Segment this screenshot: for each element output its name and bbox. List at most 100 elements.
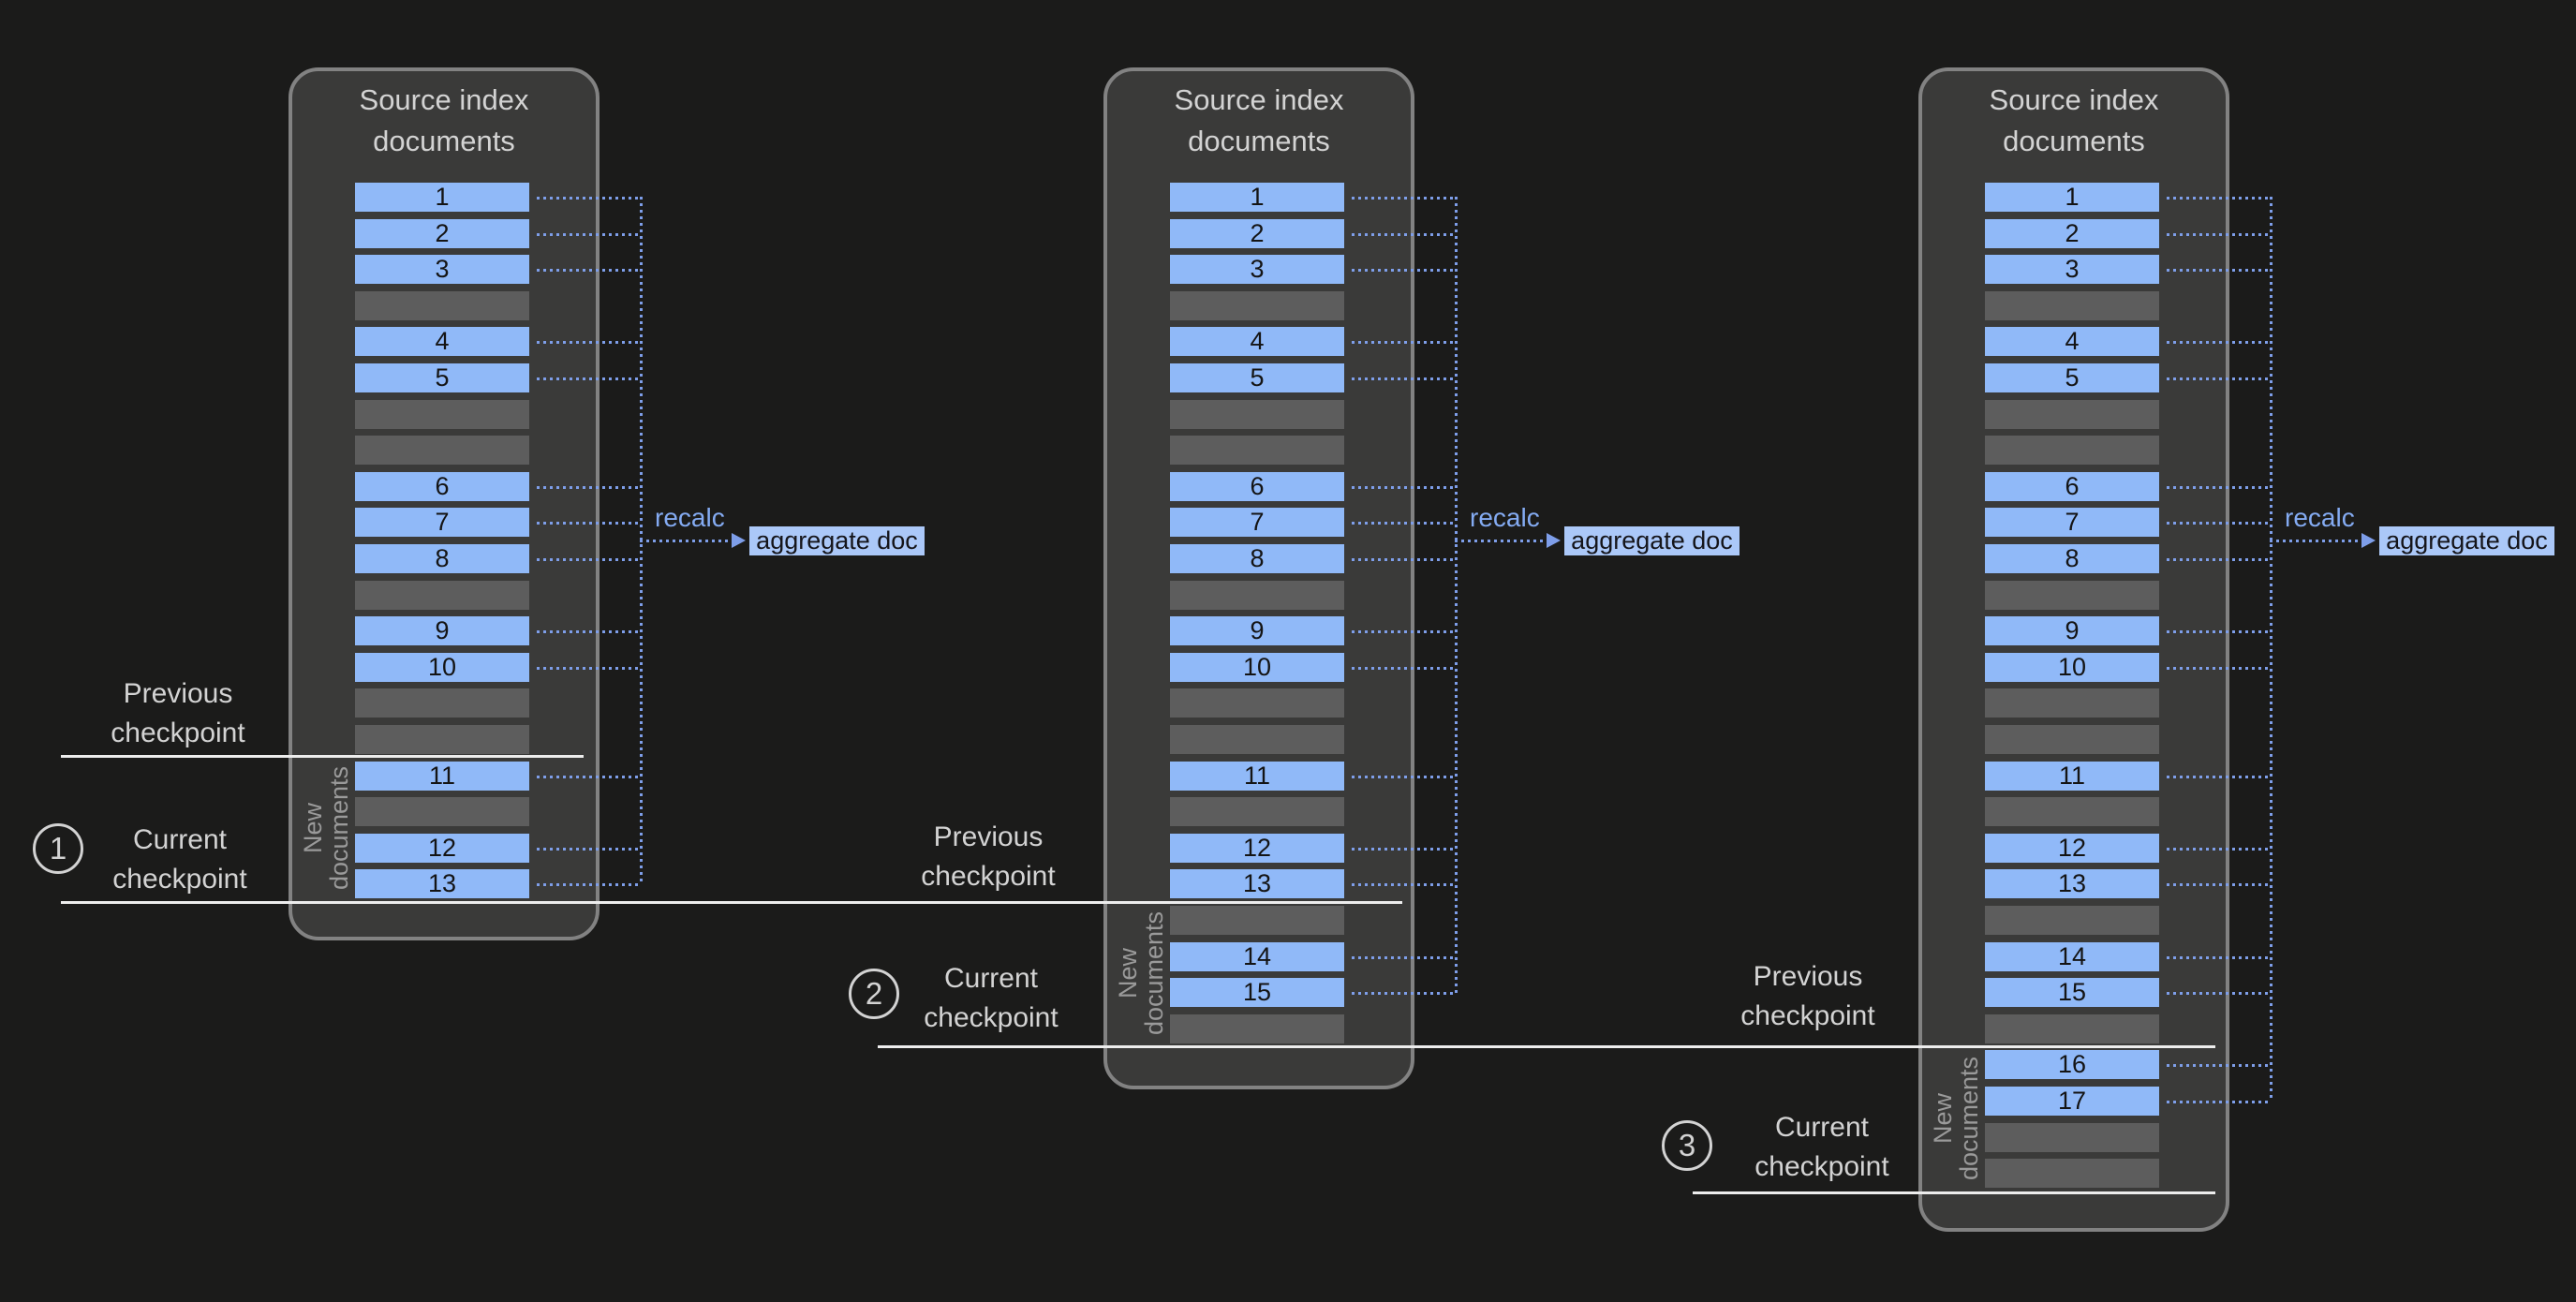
panel-title-line: Source index — [359, 83, 529, 116]
doc-row: 8 — [355, 544, 529, 573]
doc-row: 4 — [1985, 327, 2159, 356]
connector-line — [2167, 233, 2270, 236]
doc-row: 9 — [1985, 616, 2159, 645]
aggregate-doc-box: aggregate doc — [749, 526, 925, 555]
current-checkpoint-label-line: checkpoint — [1754, 1151, 1889, 1182]
connector-line — [2167, 630, 2270, 633]
doc-row: 5 — [1985, 363, 2159, 392]
panel-title: Source index documents — [289, 80, 600, 162]
doc-row: 12 — [1170, 834, 1344, 863]
connector-line — [2167, 269, 2270, 272]
checkpoint-number-badge: 1 — [33, 823, 83, 874]
doc-row: 6 — [1170, 472, 1344, 501]
doc-row: 6 — [1985, 472, 2159, 501]
connector-line — [1352, 522, 1455, 525]
gap-row — [1170, 725, 1344, 754]
doc-row: 1 — [355, 183, 529, 212]
recalc-arrowhead-icon — [732, 533, 746, 548]
gap-row — [1170, 581, 1344, 610]
connector-line — [2167, 667, 2270, 670]
doc-row: 5 — [355, 363, 529, 392]
gap-row — [1985, 906, 2159, 935]
connector-line — [537, 883, 640, 886]
panel-title-line: documents — [2003, 125, 2145, 157]
connector-line — [537, 667, 640, 670]
connector-line — [1352, 486, 1455, 489]
current-checkpoint-label-line: Current — [943, 963, 1039, 994]
connector-line — [2167, 522, 2270, 525]
panel-title-line: documents — [373, 125, 515, 157]
previous-checkpoint-label-line: Previous — [933, 821, 1044, 852]
gap-row — [355, 725, 529, 754]
gap-row — [1985, 688, 2159, 718]
connector-line — [2167, 1064, 2270, 1067]
gap-row — [1985, 400, 2159, 429]
connector-line — [2167, 558, 2270, 561]
connector-line — [2167, 377, 2270, 380]
doc-row: 1 — [1170, 183, 1344, 212]
current-checkpoint-label: Current checkpoint — [822, 959, 1160, 1038]
doc-row: 13 — [1170, 869, 1344, 898]
connector-line — [2167, 848, 2270, 851]
doc-row: 5 — [1170, 363, 1344, 392]
gap-row — [1170, 291, 1344, 320]
doc-row: 4 — [1170, 327, 1344, 356]
doc-row: 13 — [355, 869, 529, 898]
connector-line — [537, 522, 640, 525]
gap-row — [355, 436, 529, 465]
previous-checkpoint-label-line: checkpoint — [921, 861, 1056, 892]
doc-row: 11 — [1170, 762, 1344, 791]
doc-row: 10 — [1170, 653, 1344, 682]
panel-title-line: documents — [1188, 125, 1330, 157]
gap-row — [1985, 436, 2159, 465]
connector-line — [2167, 197, 2270, 200]
gap-row — [1985, 291, 2159, 320]
doc-row: 2 — [1170, 219, 1344, 248]
checkpoint-line-1 — [61, 755, 584, 758]
gap-row — [1985, 581, 2159, 610]
doc-row: 6 — [355, 472, 529, 501]
current-checkpoint-label-line: Current — [1774, 1112, 1870, 1143]
current-checkpoint-label-line: checkpoint — [112, 864, 247, 895]
connector-line — [537, 630, 640, 633]
recalc-arrow — [2270, 540, 2361, 542]
checkpoint-line-3 — [878, 1045, 2215, 1048]
doc-row: 12 — [355, 834, 529, 863]
gap-row — [355, 797, 529, 826]
connector-line — [537, 558, 640, 561]
connector-line — [537, 197, 640, 200]
gap-row — [1985, 1123, 2159, 1152]
gap-row — [355, 688, 529, 718]
doc-row: 3 — [1170, 255, 1344, 284]
current-checkpoint-label-line: checkpoint — [924, 1002, 1059, 1033]
doc-row: 7 — [1985, 508, 2159, 537]
doc-row: 9 — [355, 616, 529, 645]
connector-line — [537, 233, 640, 236]
doc-row: 3 — [1985, 255, 2159, 284]
previous-checkpoint-label-line: checkpoint — [1740, 1000, 1875, 1031]
recalc-label: recalc — [2285, 503, 2355, 532]
doc-row: 1 — [1985, 183, 2159, 212]
doc-row: 17 — [1985, 1087, 2159, 1116]
connector-line — [2167, 956, 2270, 959]
doc-row: 2 — [355, 219, 529, 248]
gap-row — [1985, 797, 2159, 826]
connector-line — [1352, 848, 1455, 851]
recalc-label: recalc — [1470, 503, 1540, 532]
gap-row — [1170, 797, 1344, 826]
doc-row: 9 — [1170, 616, 1344, 645]
doc-row: 3 — [355, 255, 529, 284]
doc-row: 11 — [355, 762, 529, 791]
connector-line — [1352, 341, 1455, 344]
doc-row: 11 — [1985, 762, 2159, 791]
connector-line — [1352, 667, 1455, 670]
doc-row: 10 — [355, 653, 529, 682]
previous-checkpoint-label-line: checkpoint — [111, 718, 245, 748]
aggregate-doc-box: aggregate doc — [1564, 526, 1740, 555]
doc-row: 7 — [1170, 508, 1344, 537]
